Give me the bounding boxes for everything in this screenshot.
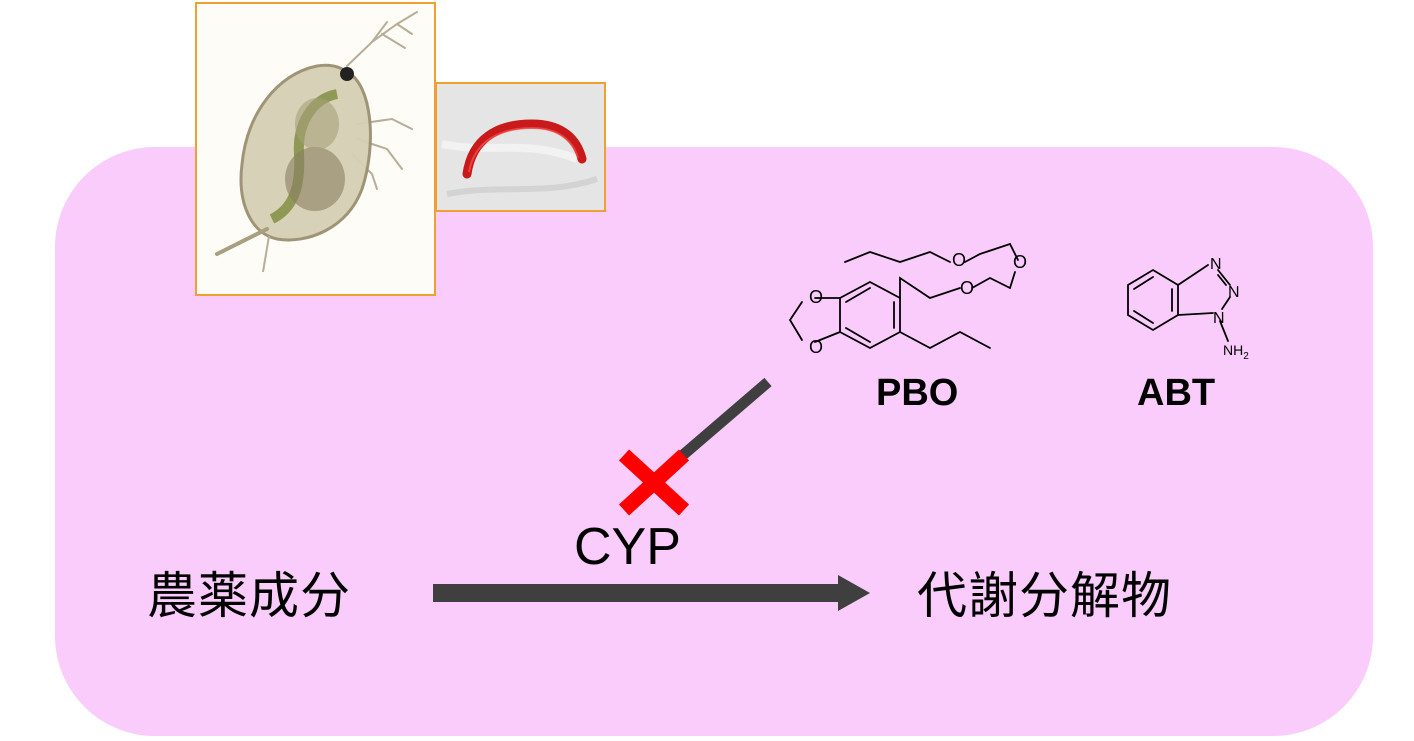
pbo-label: PBO [876,372,959,414]
daphnia-photo [195,2,436,296]
pbo-oxygen-3: O [960,278,974,298]
inhibition-line [679,377,772,460]
abt-nitrogen-3: N [1213,310,1225,327]
abt-amine-group: NH2 [1223,342,1249,362]
pbo-oxygen-5: O [952,250,966,270]
abt-structure: N N N NH2 [1127,256,1249,362]
abt-nitrogen-2: N [1228,284,1240,301]
pbo-oxygen-2: O [809,337,823,357]
pbo-oxygen-1: O [809,287,823,307]
reaction-arrow [433,575,870,611]
pbo-oxygen-4: O [1013,252,1027,272]
product-label: 代謝分解物 [917,567,1172,625]
abt-label: ABT [1137,372,1216,414]
abt-nitrogen-1: N [1210,256,1222,273]
pbo-structure: O O O O O [788,242,1027,357]
cyp-label: CYP [574,518,681,576]
substrate-label: 農薬成分 [147,567,351,625]
red-larva-photo [435,82,606,212]
inhibition-x-mark [618,449,690,516]
